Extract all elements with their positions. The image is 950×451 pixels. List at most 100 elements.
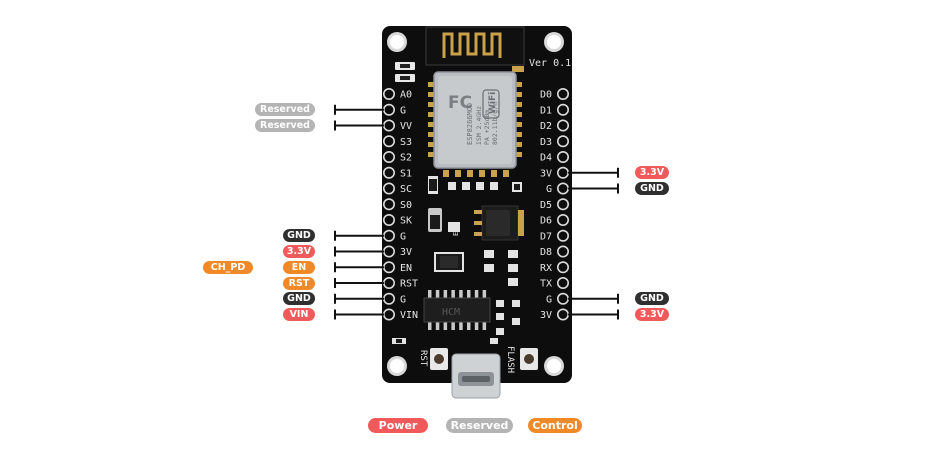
right-pin-label-3: D3	[540, 137, 552, 148]
right-pin-label-5: 3V	[540, 168, 552, 179]
right-callout-1: GND	[635, 182, 669, 195]
left-pin-label-12: RST	[400, 279, 418, 290]
left-pin-label-2: VV	[400, 121, 412, 132]
right-callout-2: GND	[635, 292, 669, 306]
left-pin-10	[382, 245, 395, 258]
left-pin-6	[382, 182, 395, 195]
right-pin-2	[556, 119, 569, 132]
left-pin-label-3: S3	[400, 137, 412, 148]
right-pin-4	[556, 151, 569, 164]
right-pin-label-8: D6	[540, 216, 552, 227]
left-callout-3: 3.3V	[283, 245, 315, 258]
right-pin-label-9: D7	[540, 231, 552, 242]
left-pin-2	[382, 119, 395, 132]
left-callout-4: EN	[283, 260, 315, 274]
right-pin-6	[556, 182, 569, 195]
left-callout-6: GND	[283, 292, 315, 306]
left-callout-1: Reserved	[255, 119, 315, 132]
pcb-antenna-trace	[442, 32, 502, 58]
left-pin-14	[382, 308, 395, 321]
right-pin-3	[556, 135, 569, 148]
left-pin-label-4: S2	[400, 153, 412, 164]
left-pin-label-14: VIN	[400, 310, 418, 321]
left-pin-5	[382, 166, 395, 179]
left-pin-4	[382, 151, 395, 164]
left-callout-0: Reserved	[255, 103, 315, 117]
smd-component	[512, 66, 524, 72]
right-pin-10	[556, 245, 569, 258]
legend-reserved: Reserved	[446, 418, 513, 433]
right-pin-5	[556, 166, 569, 179]
mounting-hole	[390, 35, 404, 49]
right-pin-label-1: D1	[540, 105, 552, 116]
left-pin-label-5: S1	[400, 168, 412, 179]
legend-control: Control	[528, 418, 582, 433]
left-pin-label-0: A0	[400, 90, 412, 101]
left-pin-13	[382, 292, 395, 305]
right-callout-0: 3.3V	[635, 166, 669, 180]
left-pin-1	[382, 103, 395, 116]
left-callout-extra-4: CH_PD	[203, 260, 253, 274]
right-pin-0	[556, 88, 569, 101]
right-pin-1	[556, 103, 569, 116]
module-line-2: ISM 2.4GHz	[475, 106, 483, 145]
right-pin-11	[556, 261, 569, 274]
right-pin-label-6: G	[546, 184, 552, 195]
right-pin-9	[556, 229, 569, 242]
right-pin-13	[556, 292, 569, 305]
right-callout-3: 3.3V	[635, 308, 669, 321]
flash-button-label: FLASH	[505, 346, 515, 373]
right-pin-14	[556, 308, 569, 321]
left-pin-label-7: S0	[400, 200, 412, 211]
right-pin-8	[556, 214, 569, 227]
right-pin-label-12: TX	[540, 279, 552, 290]
usb-serial-chip-pins	[428, 290, 487, 330]
wifi-logo-icon: WiFi	[482, 89, 500, 119]
smd-component	[400, 64, 410, 68]
rst-button-cap[interactable]	[434, 354, 444, 364]
left-pin-label-10: 3V	[400, 247, 412, 258]
left-pin-label-8: SK	[400, 216, 412, 227]
callout-lines	[334, 104, 619, 320]
right-pin-label-2: D2	[540, 121, 552, 132]
wifi-logo-text: WiFi	[488, 92, 498, 114]
left-pin-label-9: G	[400, 231, 406, 242]
mounting-hole	[547, 35, 561, 49]
left-pin-12	[382, 276, 395, 289]
right-pin-12	[556, 276, 569, 289]
left-pin-label-13: G	[400, 294, 406, 305]
legend-power: Power	[368, 418, 428, 433]
left-pin-7	[382, 198, 395, 211]
right-pin-label-13: G	[546, 294, 552, 305]
right-pin-label-14: 3V	[540, 310, 552, 321]
left-callout-7: VIN	[283, 308, 315, 321]
mounting-hole	[547, 359, 561, 373]
module-text-block: ESP8266MOD ISM 2.4GHz PA +25dBm 802.11b/…	[466, 102, 499, 145]
left-pin-3	[382, 135, 395, 148]
left-pin-11	[382, 261, 395, 274]
flash-button-cap[interactable]	[524, 354, 534, 364]
smd-component	[400, 76, 410, 80]
rst-button-label: RST	[418, 350, 428, 367]
esp-module-shield-inner	[438, 76, 512, 164]
right-pin-label-0: D0	[540, 90, 552, 101]
usb-serial-chip	[423, 297, 491, 323]
right-pin-label-11: RX	[540, 263, 552, 274]
component-row	[428, 170, 522, 194]
usb-serial-chip-label: HCM	[442, 307, 460, 318]
module-line-3: PA +25dBm	[483, 110, 491, 145]
left-pin-8	[382, 214, 395, 227]
module-logo: FC	[448, 93, 472, 113]
left-pin-label-6: SC	[400, 184, 412, 195]
right-pin-label-4: D4	[540, 153, 552, 164]
header-pins: A0GVVS3S2S1SCS0SKG3VENRSTGVIND0D1D2D3D43…	[382, 88, 569, 321]
module-pads	[428, 82, 522, 157]
module-line-1: ESP8266MOD	[466, 103, 474, 145]
left-callout-2: GND	[283, 229, 315, 243]
left-pin-9	[382, 229, 395, 242]
left-callout-5: RST	[283, 276, 315, 290]
right-pin-label-10: D8	[540, 247, 552, 258]
right-pin-7	[556, 198, 569, 211]
